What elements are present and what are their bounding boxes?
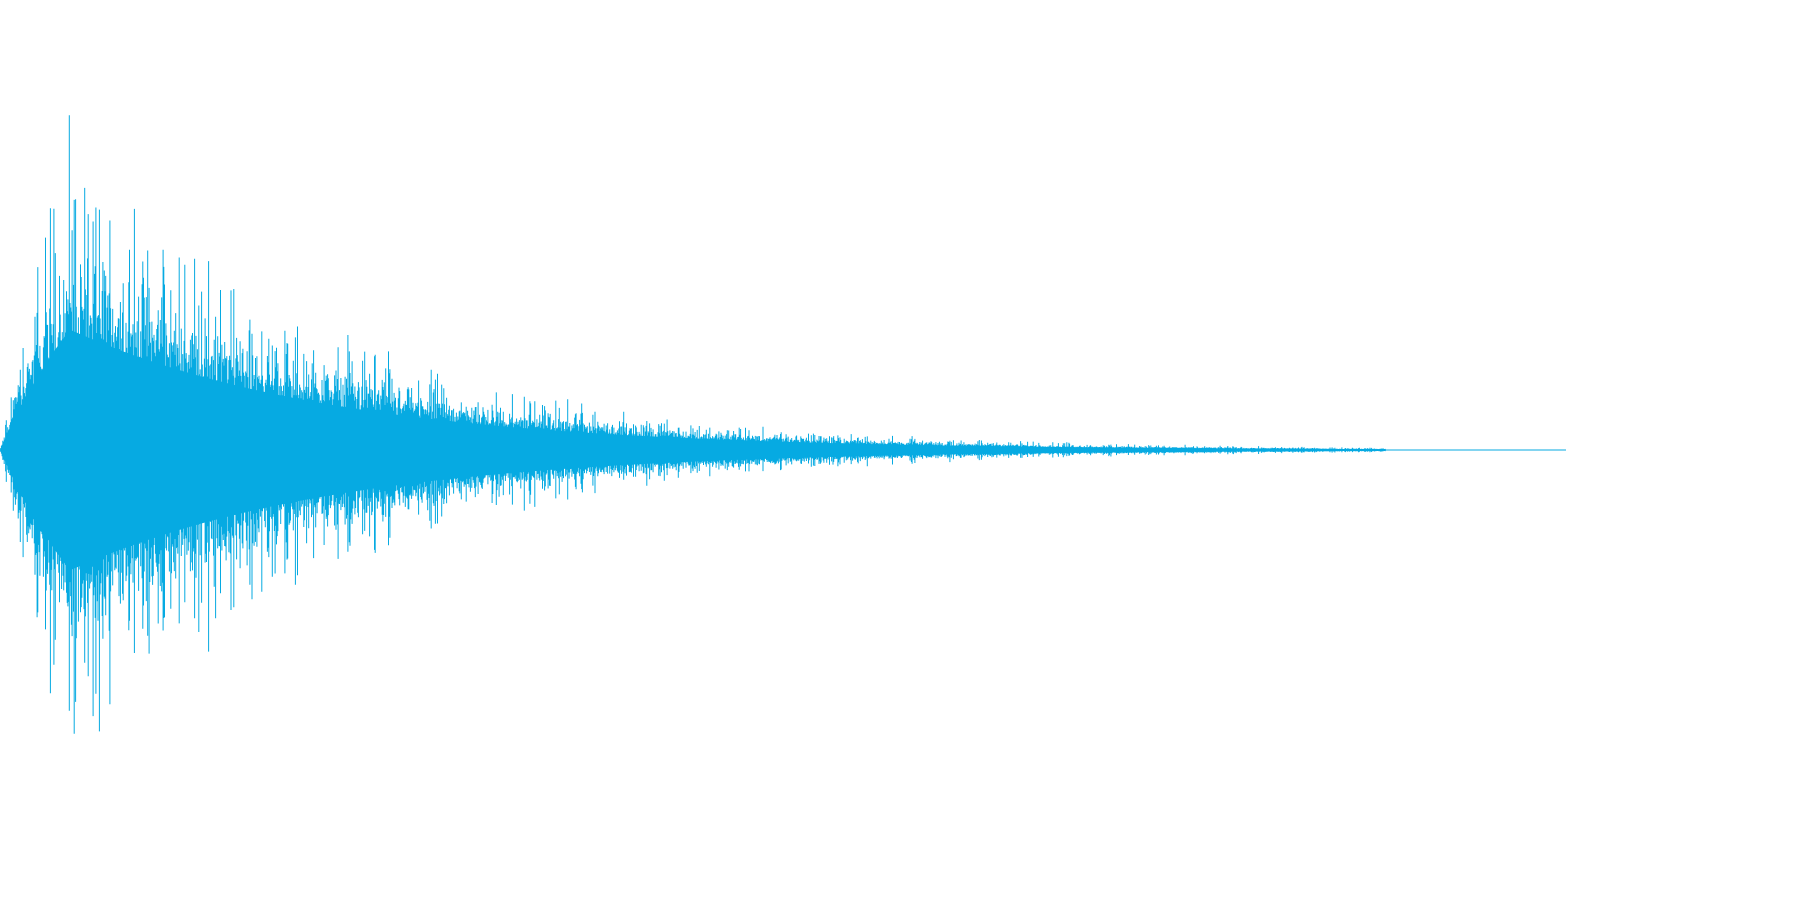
audio-waveform [0,115,1566,734]
waveform-canvas [0,115,1566,734]
